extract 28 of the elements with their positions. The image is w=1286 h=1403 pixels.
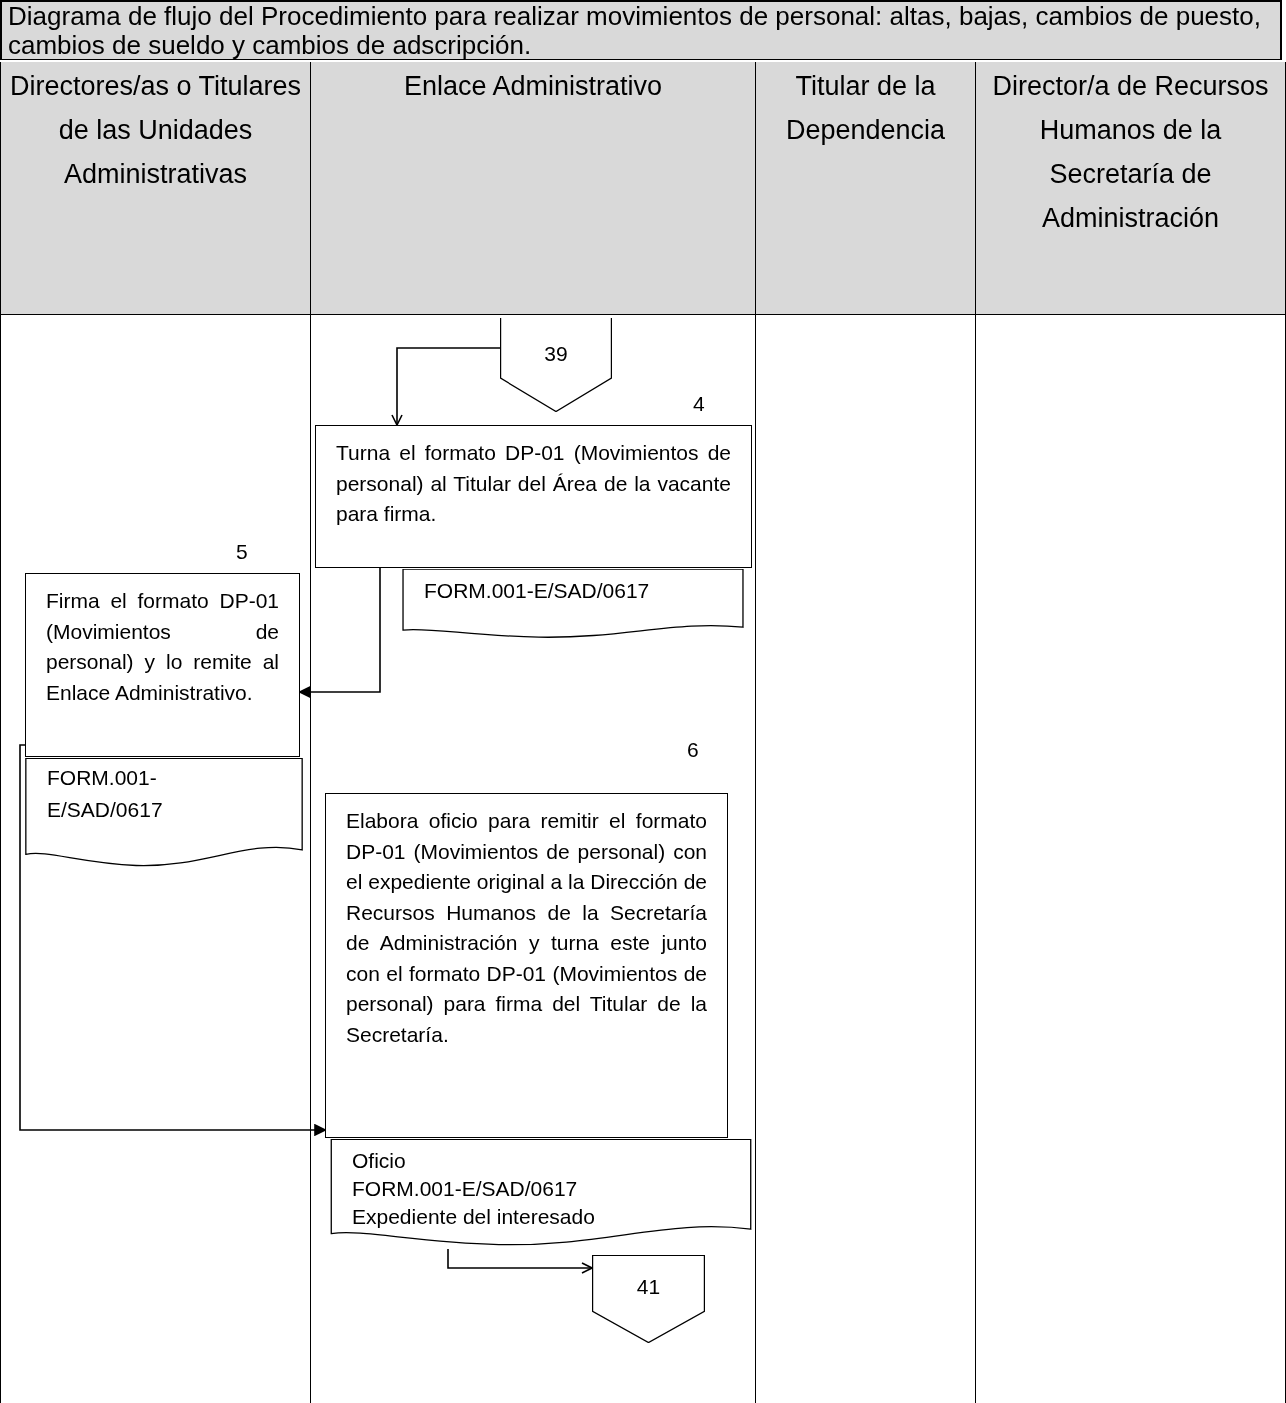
process-box xyxy=(25,573,300,757)
swimlane xyxy=(975,62,1286,1403)
step-number: 4 xyxy=(693,392,705,416)
swimlane xyxy=(0,62,311,1403)
connector-number: 39 xyxy=(543,342,569,366)
off-page-connector xyxy=(592,1255,705,1343)
off-page-connector xyxy=(500,318,612,412)
lane-header: Enlace Administrativo xyxy=(311,62,755,315)
step-number: 6 xyxy=(687,738,699,762)
arrow xyxy=(447,1248,593,1274)
document-text: FORM.001-E/SAD/0617 xyxy=(352,1176,578,1202)
lane-header: Directores/as o Titulares de las Unidades Administrativas xyxy=(1,62,310,315)
document-text: FORM.001-E/SAD/0617 xyxy=(47,765,164,823)
lane-header: Director/a de Recursos Humanos de la Secretaría de Administración xyxy=(976,62,1285,315)
arrow xyxy=(19,744,326,1136)
step-text: Firma el formato DP-01 (Movimientos de personal) y lo remite al Enlace Administrativo. xyxy=(46,588,279,706)
arrow xyxy=(391,347,501,426)
document-shape xyxy=(402,569,744,640)
document-text: Oficio xyxy=(352,1148,406,1174)
arrow xyxy=(299,567,381,698)
diagram-title: Diagrama de flujo del Procedimiento para realizar movimientos de personal: altas, bajas, cambios de puesto, cambios de sueldo y cambios de adscripción. xyxy=(0,0,1282,60)
document-text: FORM.001-E/SAD/0617 xyxy=(424,578,650,604)
connector-number: 41 xyxy=(635,1275,662,1299)
step-text: Turna el formato DP-01 (Movimientos de personal) al Titular del Área de la vacante para firma. xyxy=(336,440,731,527)
document-text: Expediente del interesado xyxy=(352,1204,595,1230)
step-text: Elabora oficio para remitir el formato DP-01 (Movimientos de personal) con el expediente original a la Dirección de Recursos Humanos de la Secretaría de Administración y turna este junto con el formato DP-01 (Movimientos de personal) para firma del Titular de la Secretaría. xyxy=(346,808,707,1048)
lane-header: Titular de la Dependencia xyxy=(756,62,975,315)
step-number: 5 xyxy=(236,540,248,564)
